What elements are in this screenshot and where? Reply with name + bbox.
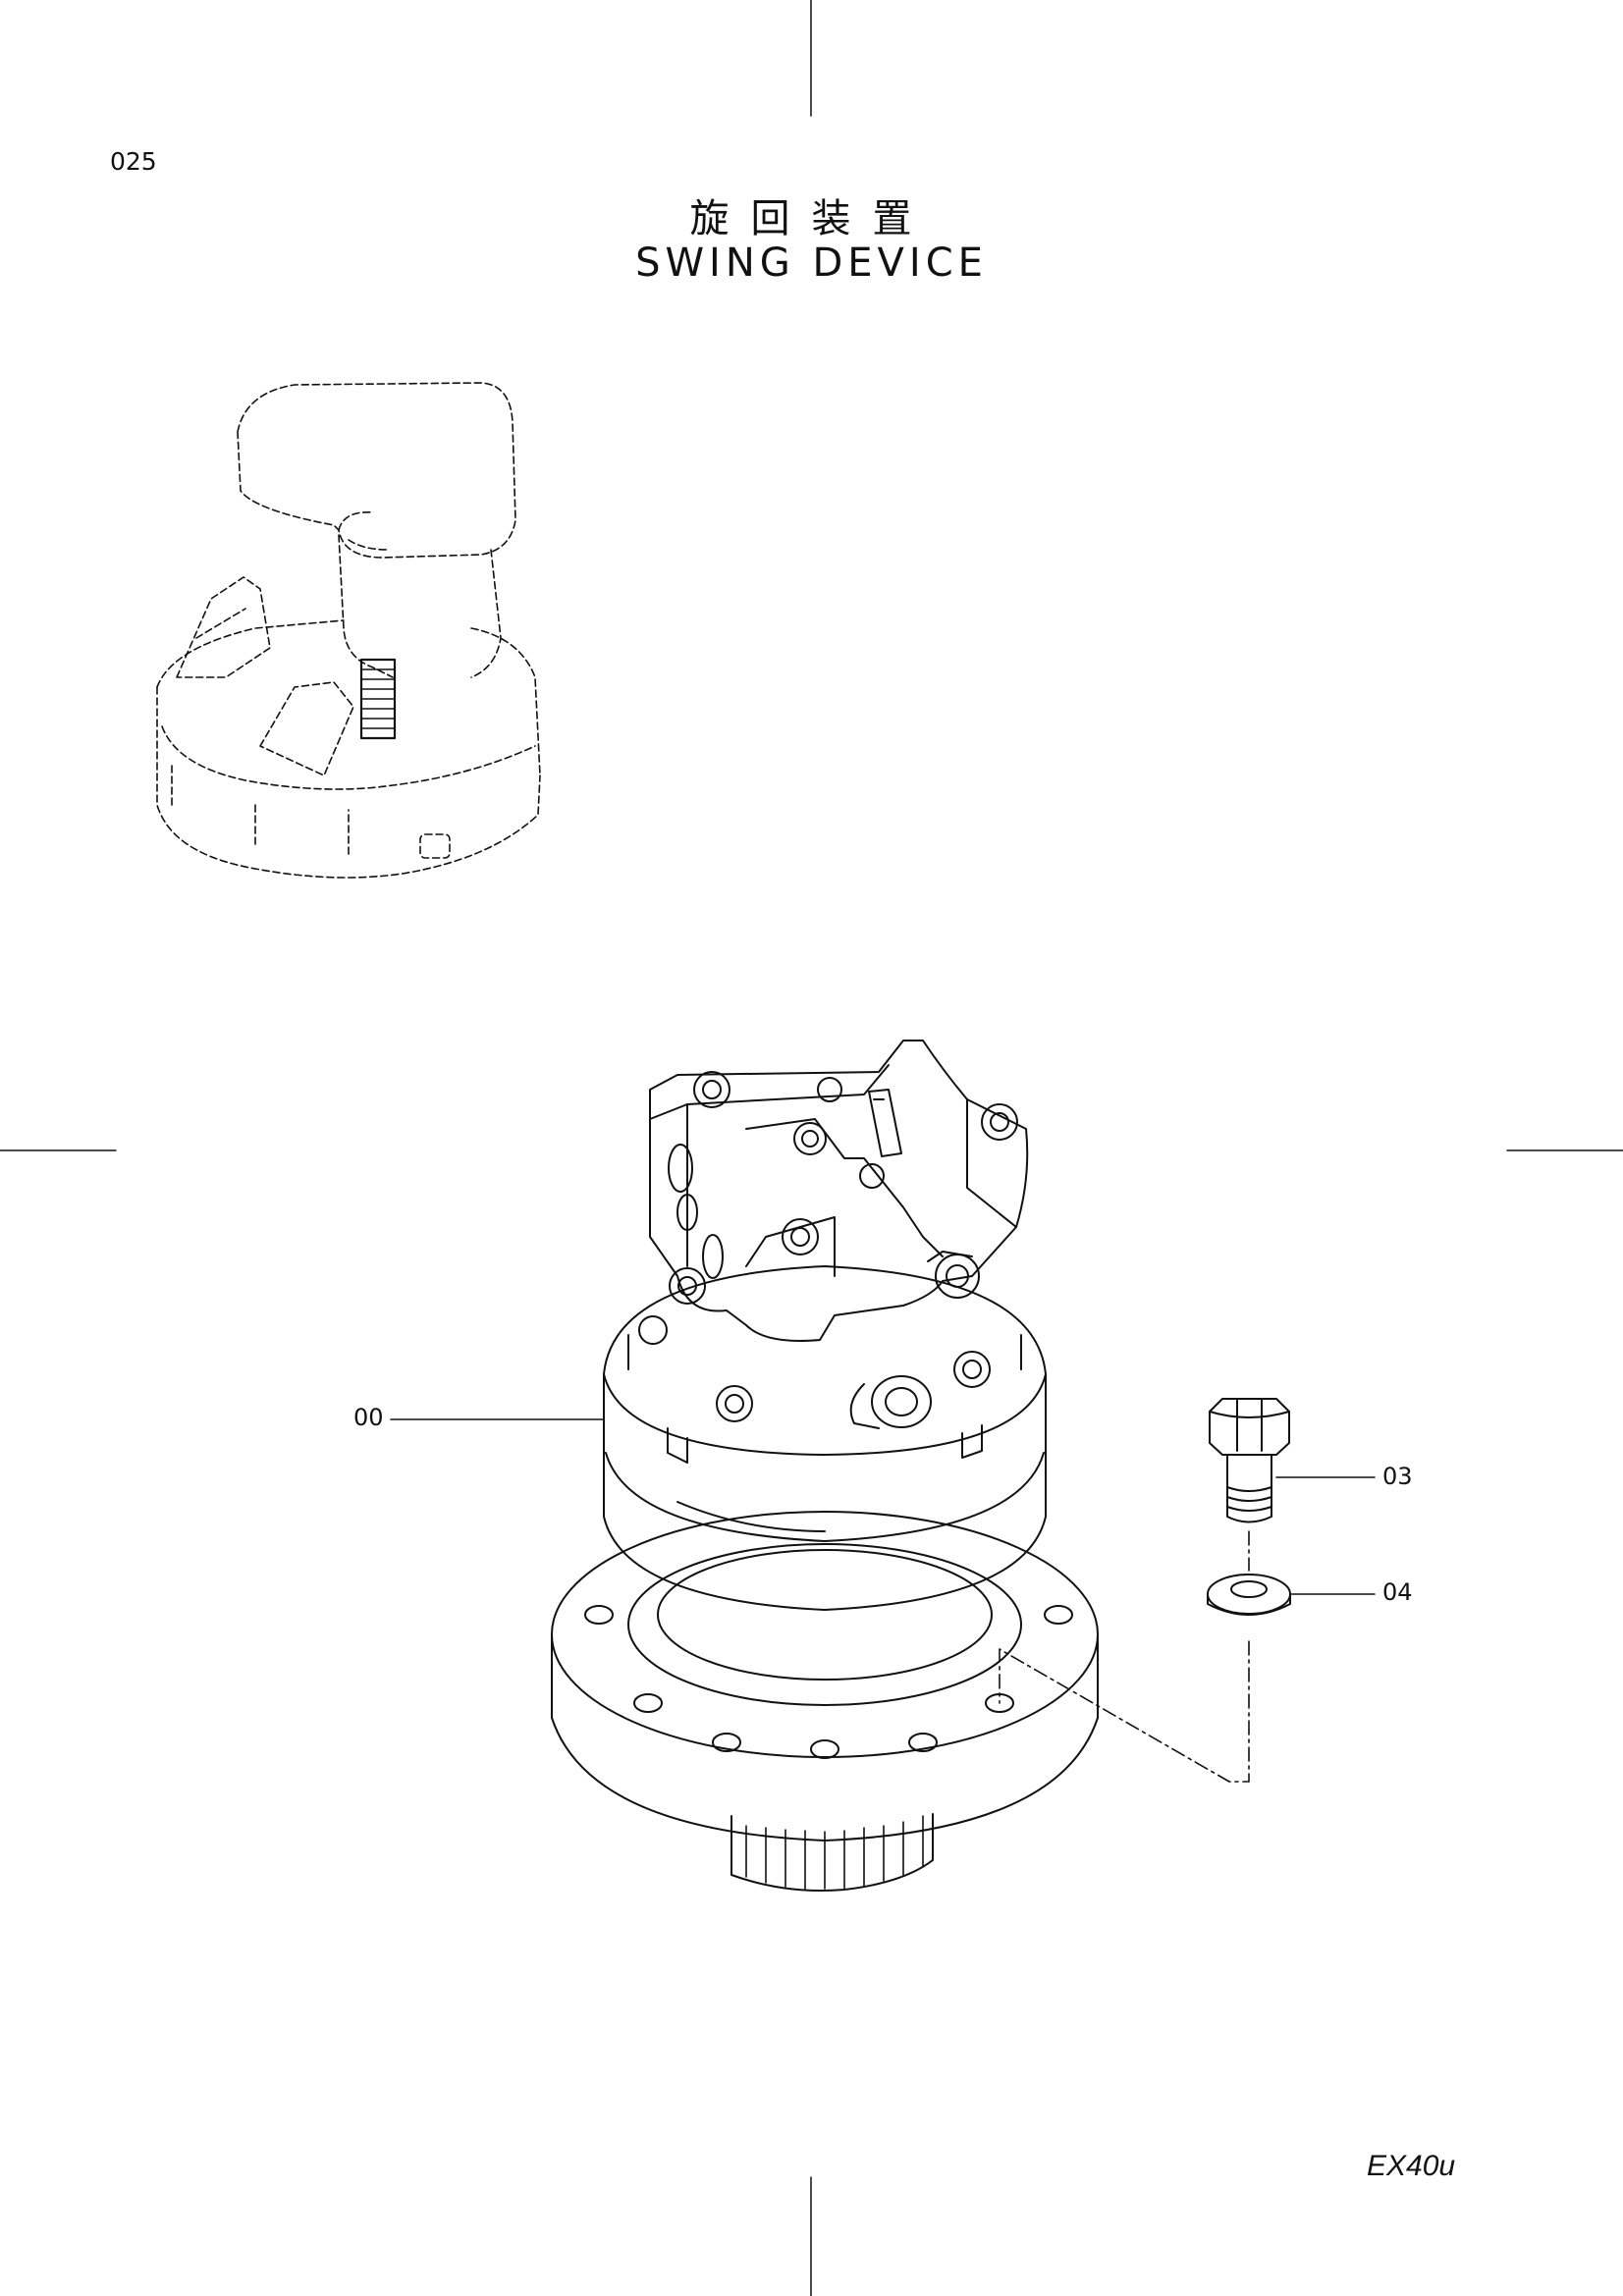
- callout-00[interactable]: 00: [353, 1404, 384, 1431]
- washer-illustration: [1208, 1575, 1290, 1615]
- page-number: 025: [110, 147, 157, 176]
- leader-lines: [391, 1419, 1375, 1782]
- model-label: EX40u: [1367, 2150, 1456, 2182]
- bolt-illustration: [1210, 1399, 1289, 1522]
- callout-04[interactable]: 04: [1382, 1578, 1413, 1606]
- callout-03[interactable]: 03: [1382, 1463, 1413, 1490]
- machine-overview-illustration: [157, 383, 540, 878]
- page-title-japanese: 旋回装置: [689, 196, 934, 241]
- swing-device-illustration: [552, 1041, 1098, 1891]
- page-title-english: SWING DEVICE: [635, 240, 988, 286]
